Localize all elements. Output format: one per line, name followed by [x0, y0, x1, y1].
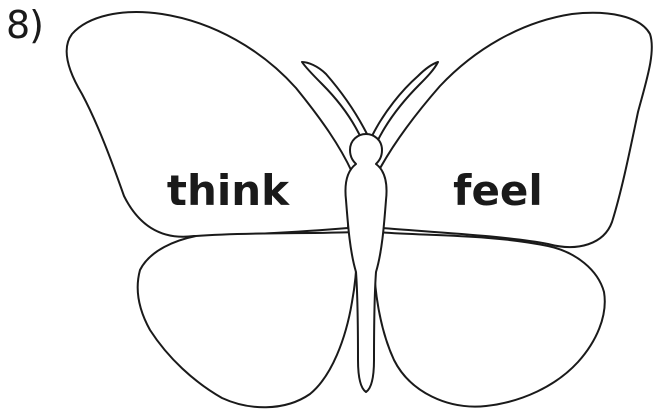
wing-word-right: feel [453, 166, 543, 215]
right-hindwing [374, 232, 605, 407]
wing-word-left: think [167, 166, 290, 215]
left-hindwing [138, 232, 357, 407]
